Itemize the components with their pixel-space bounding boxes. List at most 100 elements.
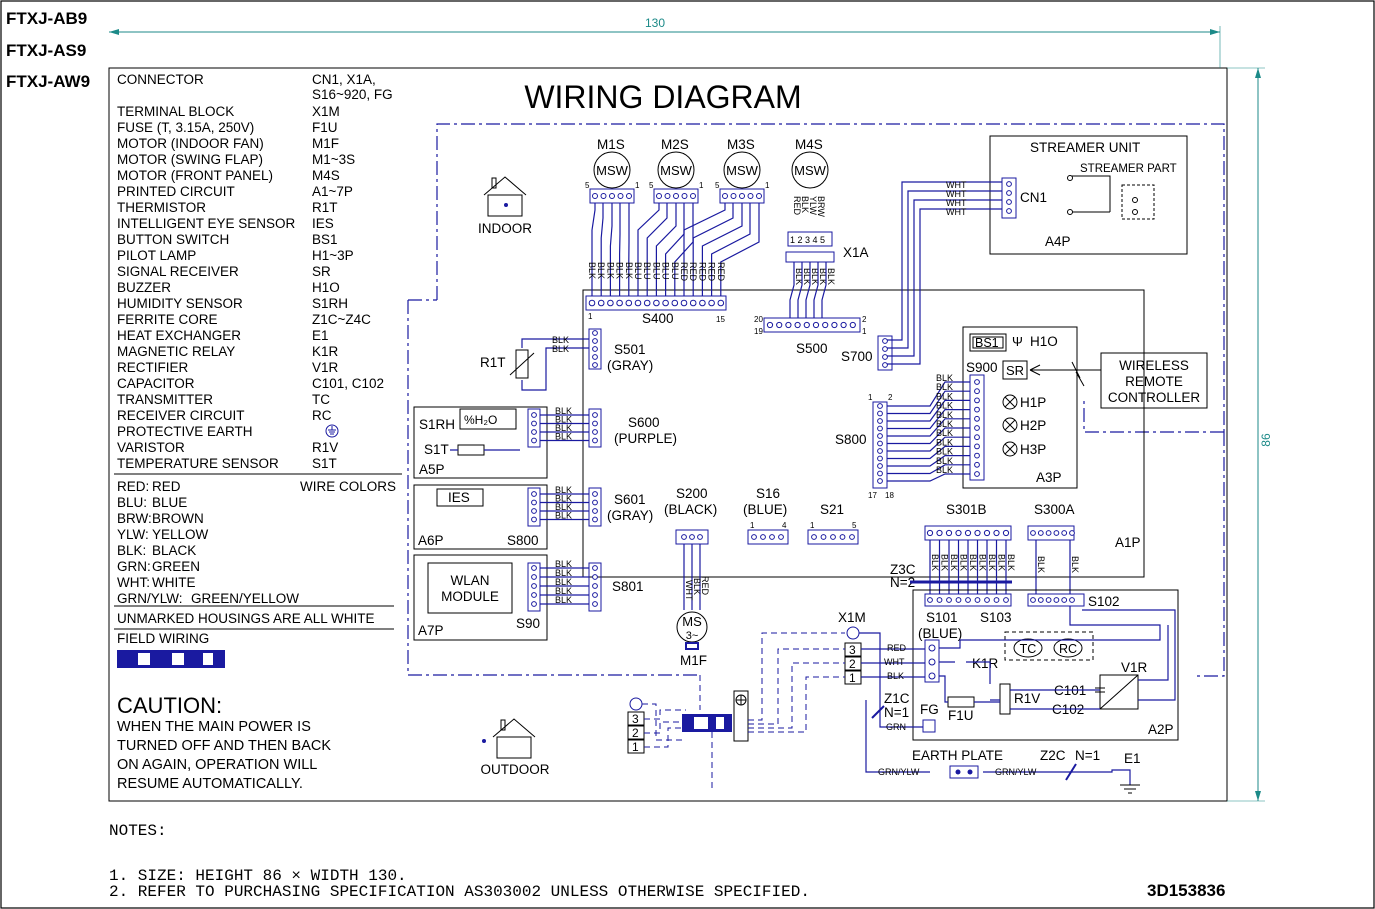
motor-label: M2S <box>661 137 689 152</box>
legend-part-name: BUZZER <box>117 280 171 295</box>
svg-text:BLK: BLK <box>555 577 572 587</box>
indoor-house-icon <box>483 176 527 217</box>
legend-part-code: R1V <box>312 440 338 455</box>
legend-part-name: FUSE (T, 3.15A, 250V) <box>117 120 254 135</box>
x1a-label: X1A <box>843 245 869 260</box>
a4p-label: A4P <box>1045 234 1071 249</box>
sr-label: SR <box>1006 363 1024 378</box>
s601-label: S601 <box>614 492 646 507</box>
outdoor-house-icon <box>482 718 536 759</box>
s800-right-label: S800 <box>835 432 867 447</box>
wlan-label-1: WLAN <box>450 573 489 588</box>
cn1-connector <box>1001 177 1017 219</box>
legend-part-name: PILOT LAMP <box>117 248 196 263</box>
a2p-wires <box>939 606 1176 710</box>
s101-connector <box>924 639 940 683</box>
a3p-board <box>962 326 1078 489</box>
legend-part-name: TERMINAL BLOCK <box>117 104 234 119</box>
legend-part-code: Z1C~Z4C <box>312 312 371 327</box>
legend-part-code: H1~3P <box>312 248 354 263</box>
svg-text:1: 1 <box>588 312 593 321</box>
legend-part-name: MOTOR (INDOOR FAN) <box>117 136 264 151</box>
legend-part-name: CONNECTOR <box>117 72 204 87</box>
outdoor-label: OUTDOOR <box>481 762 550 777</box>
r1v-label: R1V <box>1014 691 1040 706</box>
legend-part-name: MAGNETIC RELAY <box>117 344 235 359</box>
svg-text:BLK: BLK <box>978 554 988 571</box>
a3p-label: A3P <box>1036 470 1062 485</box>
wire-colors-legend: RED:REDBLU:BLUEBRW:BROWNYLW:YELLOWBLK:BL… <box>117 479 299 606</box>
svg-text:BLK: BLK <box>936 419 953 429</box>
svg-text:20: 20 <box>754 315 763 324</box>
a6p-board <box>413 484 548 550</box>
s301b-label: S301B <box>946 502 987 517</box>
legend-part-code: CN1, X1A, <box>312 72 376 87</box>
svg-text:BLK: BLK <box>552 335 569 345</box>
wireless-label-2: REMOTE <box>1125 374 1183 389</box>
svg-text:RED: RED <box>679 262 689 282</box>
note-1: 1. SIZE: HEIGHT 86 × WIDTH 130. <box>109 867 407 885</box>
s90-label: S90 <box>516 616 540 631</box>
a5p-label: A5P <box>419 462 445 477</box>
legend-part-code: K1R <box>312 344 339 359</box>
svg-text:2: 2 <box>862 315 867 324</box>
model-3: FTXJ-AW9 <box>6 72 90 91</box>
svg-text:BLK: BLK <box>555 586 572 596</box>
model-1: FTXJ-AB9 <box>6 9 87 28</box>
svg-text:BLK: BLK <box>936 373 953 383</box>
legend-part-name: BUTTON SWITCH <box>117 232 229 247</box>
a2p-board <box>912 589 1179 741</box>
svg-text:BLK: BLK <box>555 502 572 512</box>
svg-text:5: 5 <box>585 181 590 190</box>
svg-text:BLK: BLK <box>968 554 978 571</box>
svg-text:1: 1 <box>849 671 856 685</box>
s601-color: (GRAY) <box>607 508 653 523</box>
a7p-label: A7P <box>418 623 444 638</box>
svg-text:BLK: BLK <box>555 432 572 442</box>
svg-text:BLK: BLK <box>555 415 572 425</box>
bs1-label: BS1 <box>975 336 999 350</box>
sr-box <box>1002 360 1028 380</box>
note-2: 2. REFER TO PURCHASING SPECIFICATION AS3… <box>109 883 810 901</box>
svg-text:5: 5 <box>852 521 857 530</box>
wlan-label-2: MODULE <box>441 589 499 604</box>
width-dimension: 130 <box>109 16 1221 68</box>
svg-text:BLK: BLK <box>936 437 953 447</box>
f1u-fuse <box>947 696 975 708</box>
a7p-board <box>413 554 548 641</box>
svg-text:BLK: BLK <box>949 554 959 571</box>
svg-text:1: 1 <box>699 181 704 190</box>
svg-text:WHT: WHT <box>946 198 967 208</box>
legend-part-code: A1~7P <box>312 184 353 199</box>
svg-text:1: 1 <box>862 327 867 336</box>
svg-text:BLU: BLU <box>670 262 680 280</box>
earth-plate <box>949 765 979 779</box>
h3p-label: H3P <box>1020 442 1046 457</box>
legend-part-code: C101, C102 <box>312 376 384 391</box>
streamer-part-label: STREAMER PART <box>1080 163 1177 175</box>
legend-part-code: SR <box>312 264 331 279</box>
msw-label: MSW <box>596 163 629 178</box>
legend-part-code: V1R <box>312 360 339 375</box>
svg-text:RED: RED <box>700 576 710 596</box>
svg-text:BLK: BLK <box>555 595 572 605</box>
ies-box <box>436 488 484 507</box>
svg-text:BLU: BLU <box>633 262 643 280</box>
s102-label: S102 <box>1088 594 1120 609</box>
s103-connector <box>924 593 1012 607</box>
height-value: 86 <box>1259 433 1273 447</box>
drawing-number: 3D153836 <box>1147 881 1225 900</box>
caution-title: CAUTION: <box>117 693 222 718</box>
wireless-remote-box <box>1100 352 1208 409</box>
a2p-label: A2P <box>1148 722 1174 737</box>
legend-part-code: F1U <box>312 120 338 135</box>
wire-color-code: GRN/YLW: <box>117 591 183 606</box>
svg-text:19: 19 <box>754 327 763 336</box>
svg-text:1: 1 <box>632 740 639 754</box>
ms3-label: 3~ <box>686 630 699 642</box>
wire-color-code: BLK: <box>117 543 146 558</box>
legend-part-name: CAPACITOR <box>117 376 195 391</box>
x1m-label: X1M <box>838 610 866 625</box>
wire-color-name: GREEN/YELLOW <box>191 591 299 606</box>
